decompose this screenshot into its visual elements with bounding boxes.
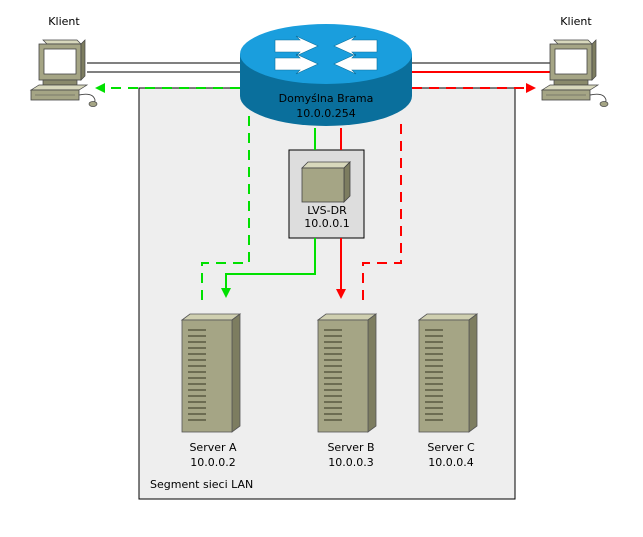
- response-path-dashed-b: [362, 122, 402, 300]
- gateway-ip: 10.0.0.254: [296, 107, 355, 120]
- server-c-name: Server C: [427, 441, 475, 454]
- client-right-label: Klient: [560, 15, 592, 28]
- lvs-director[interactable]: LVS-DR 10.0.0.1: [288, 149, 365, 239]
- client-right[interactable]: Klient: [541, 15, 609, 107]
- workstation-icon: [30, 39, 98, 107]
- server-a-ip: 10.0.0.2: [190, 456, 235, 469]
- director-name: LVS-DR: [307, 204, 347, 217]
- server-tower-icon: [317, 313, 377, 433]
- gateway-name: Domyślna Brama: [279, 92, 374, 105]
- server-tower-icon: [418, 313, 478, 433]
- director-ip: 10.0.0.1: [304, 217, 349, 230]
- router-icon: [240, 24, 412, 126]
- appliance-box-icon: [301, 161, 351, 203]
- server-b[interactable]: Server B 10.0.0.3: [317, 313, 377, 469]
- server-a[interactable]: Server A 10.0.0.2: [181, 313, 241, 469]
- lan-segment-label: Segment sieci LAN: [150, 478, 253, 491]
- server-c[interactable]: Server C 10.0.0.4: [418, 313, 478, 469]
- client-left-label: Klient: [48, 15, 80, 28]
- server-tower-icon: [181, 313, 241, 433]
- router[interactable]: Domyślna Brama 10.0.0.254: [240, 24, 412, 126]
- client-left[interactable]: Klient: [30, 15, 98, 107]
- server-b-name: Server B: [327, 441, 374, 454]
- server-b-ip: 10.0.0.3: [328, 456, 373, 469]
- balanced-path-server-a: [221, 238, 316, 298]
- workstation-icon: [541, 39, 609, 107]
- response-path-dashed-a: [201, 116, 250, 300]
- server-c-ip: 10.0.0.4: [428, 456, 473, 469]
- server-a-name: Server A: [189, 441, 237, 454]
